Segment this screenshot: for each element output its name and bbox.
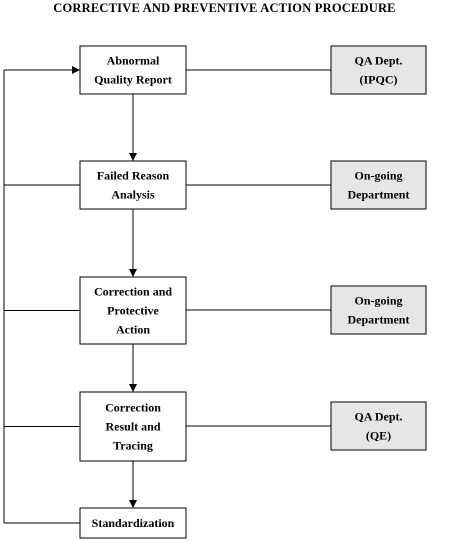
dept-abnormal-quality-report-label: QA Dept.	[355, 54, 403, 68]
dept-correction-result-and-tracing-label: (QE)	[366, 429, 391, 443]
dept-failed-reason-analysis-label: Department	[348, 188, 410, 202]
step-abnormal-quality-report-label: Abnormal	[107, 54, 160, 68]
dept-correction-result-and-tracing-box	[330, 401, 427, 451]
step-correction-result-and-tracing-label: Result and	[105, 420, 160, 434]
dept-correction-and-protective-action-box	[330, 285, 427, 335]
dept-correction-result-and-tracing-label: QA Dept.	[355, 410, 403, 424]
dept-correction-result-and-tracing: QA Dept. (QE)	[330, 401, 427, 451]
dept-failed-reason-analysis-label: On-going	[354, 169, 402, 183]
step-correction-result-and-tracing-label: Correction	[105, 401, 161, 415]
step-correction-and-protective-action-label: Protective	[107, 304, 159, 318]
dept-correction-and-protective-action-label: Department	[348, 313, 410, 327]
step-abnormal-quality-report-label: Quality Report	[94, 73, 172, 87]
dept-abnormal-quality-report-label: (IPQC)	[360, 73, 398, 87]
step-failed-reason-analysis-box	[79, 160, 187, 210]
step-correction-result-and-tracing-label: Tracing	[113, 439, 153, 453]
step-standardization-label: Standardization	[92, 516, 175, 530]
step-failed-reason-analysis-label: Failed Reason	[97, 169, 170, 183]
step-correction-and-protective-action-box	[79, 276, 187, 345]
step-correction-result-and-tracing-box	[79, 391, 187, 462]
dept-abnormal-quality-report-box	[330, 45, 427, 95]
dept-abnormal-quality-report: QA Dept. (IPQC)	[330, 45, 427, 95]
page-title: CORRECTIVE AND PREVENTIVE ACTION PROCEDU…	[53, 1, 396, 15]
dept-correction-and-protective-action-label: On-going	[354, 294, 402, 308]
step-standardization: Standardization	[79, 507, 187, 539]
step-correction-and-protective-action-label: Action	[116, 323, 150, 337]
step-standardization-box	[79, 507, 187, 539]
step-abnormal-quality-report-box	[79, 45, 187, 95]
step-correction-and-protective-action-label: Correction and	[94, 285, 172, 299]
step-failed-reason-analysis-label: Analysis	[111, 188, 155, 202]
dept-failed-reason-analysis-box	[330, 160, 427, 210]
